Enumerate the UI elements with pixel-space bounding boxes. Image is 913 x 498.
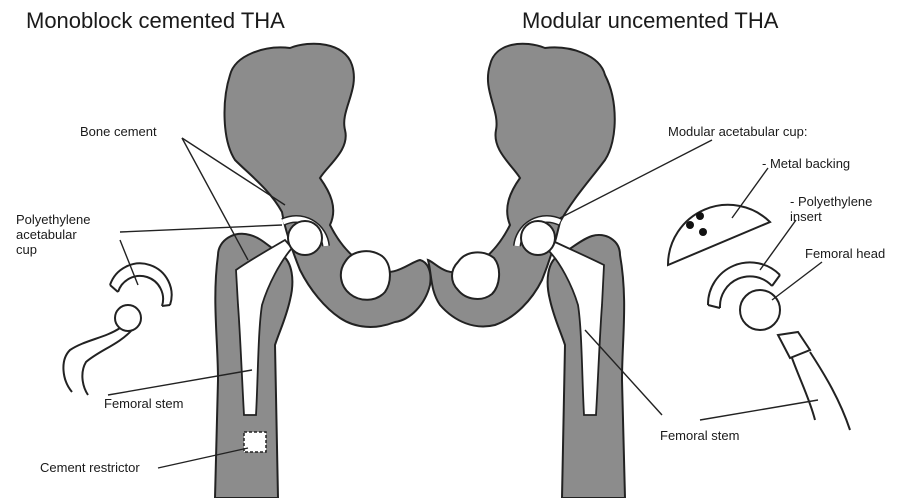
label-poly-cup-line2: acetabular: [16, 227, 90, 242]
left-exploded-parts: [63, 263, 171, 395]
label-poly-cup-line3: cup: [16, 242, 90, 257]
label-poly-cup: Polyethylene acetabular cup: [16, 212, 90, 257]
label-bone-cement: Bone cement: [80, 124, 157, 139]
right-exploded-parts: [668, 205, 850, 430]
label-cement-restrictor: Cement restrictor: [40, 460, 140, 475]
label-modular-cup: Modular acetabular cup:: [668, 124, 807, 139]
label-femoral-head: Femoral head: [805, 246, 885, 261]
label-poly-insert-line2: insert: [790, 209, 872, 224]
label-femoral-stem-right: Femoral stem: [660, 428, 739, 443]
label-femoral-stem-left: Femoral stem: [104, 396, 183, 411]
label-poly-insert: - Polyethylene insert: [790, 194, 872, 224]
label-poly-cup-line1: Polyethylene: [16, 212, 90, 227]
label-poly-insert-line1: - Polyethylene: [790, 194, 872, 209]
label-metal-backing: - Metal backing: [762, 156, 850, 171]
title-modular: Modular uncemented THA: [522, 8, 778, 34]
title-monoblock: Monoblock cemented THA: [26, 8, 285, 34]
